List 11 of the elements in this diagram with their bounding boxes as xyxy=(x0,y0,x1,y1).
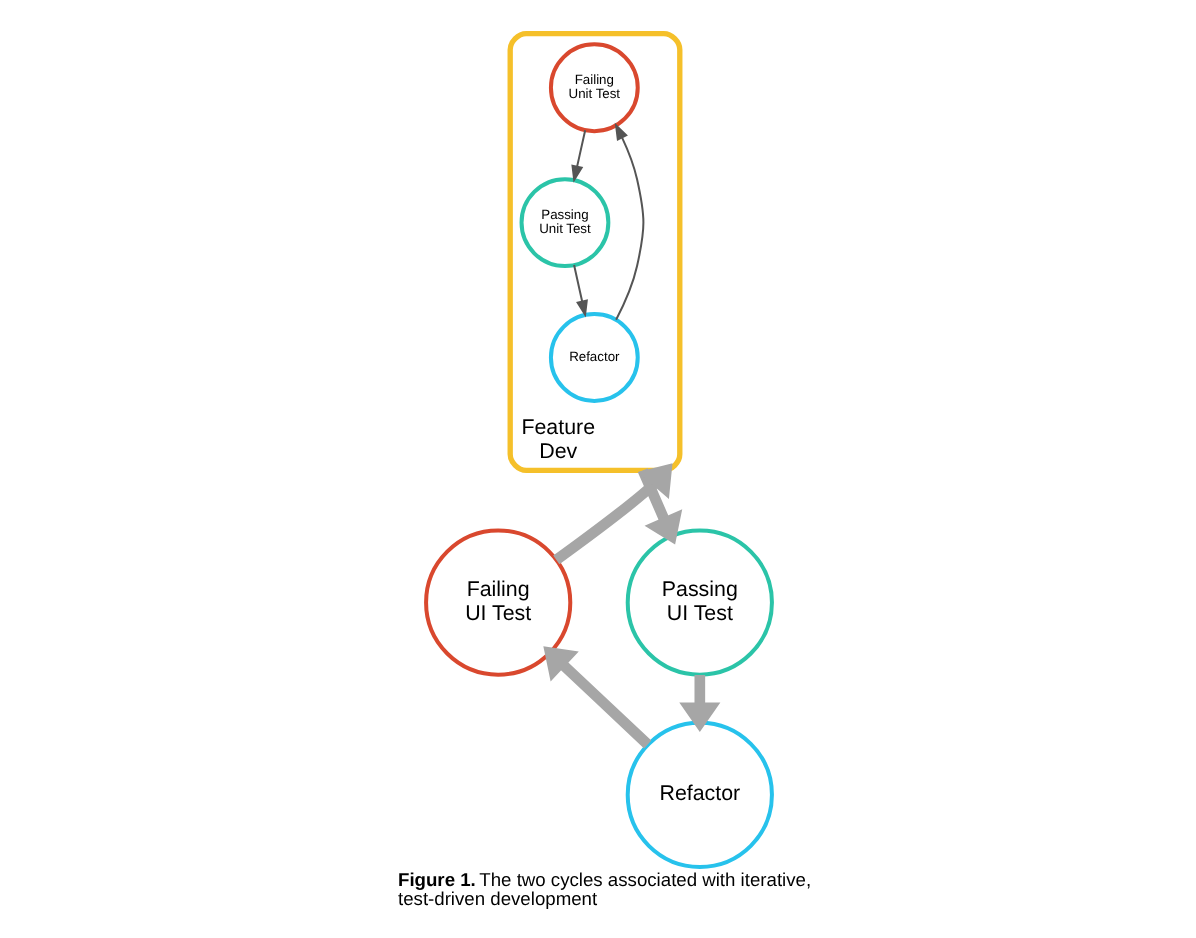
arrow xyxy=(636,468,682,545)
node-circle: Refactor xyxy=(624,720,773,869)
arrow xyxy=(570,129,586,183)
arrow xyxy=(613,122,644,321)
node-circle: Passing UI Test xyxy=(624,528,773,677)
arrow xyxy=(552,463,672,565)
node-circle: Failing UI Test xyxy=(423,528,572,677)
arrow xyxy=(678,675,720,732)
arrow xyxy=(542,646,651,749)
caption: Figure 1. The two cycles associated with iterative, test-driven development xyxy=(397,869,811,909)
arrow xyxy=(572,264,587,318)
